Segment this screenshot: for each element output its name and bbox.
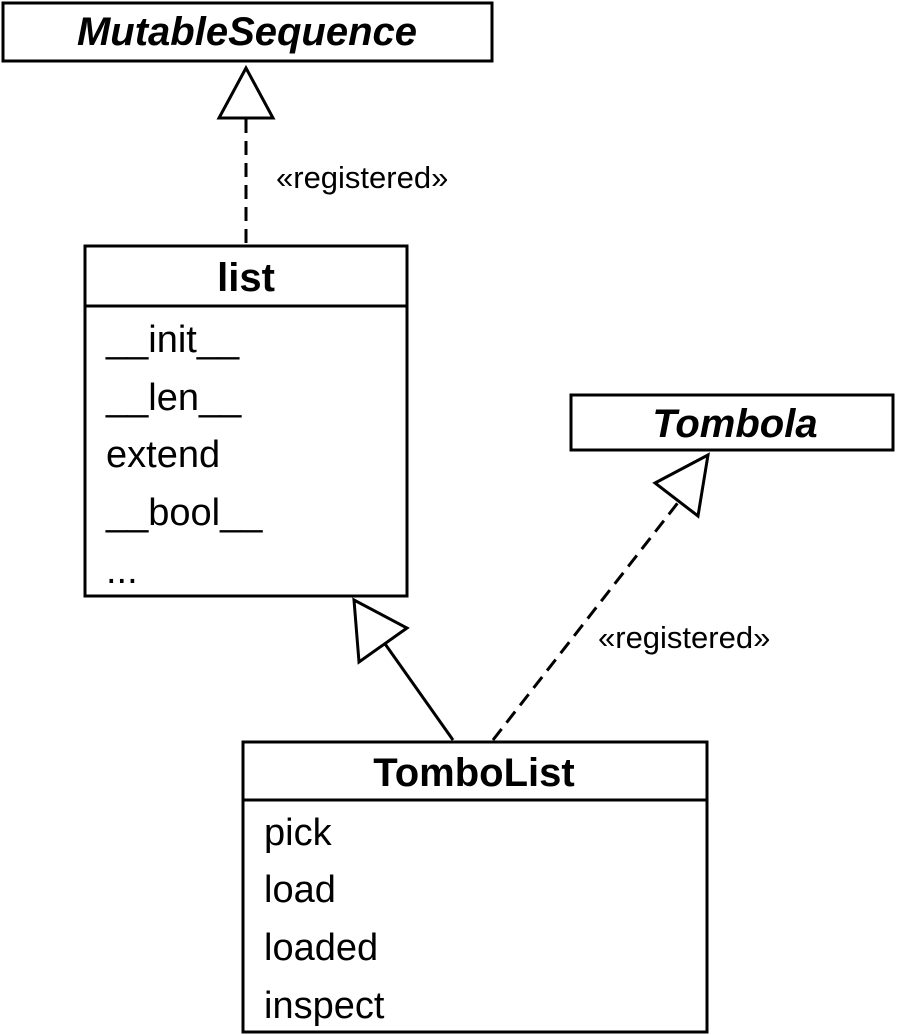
- tombolist-member: inspect: [264, 985, 385, 1027]
- list-member: __len__: [105, 377, 242, 419]
- inheritance-connector-tombolist-to-list: [381, 640, 455, 741]
- tombolist-member: loaded: [264, 927, 378, 969]
- class-box-mutablesequence: MutableSequence: [1, 1, 494, 63]
- list-member: extend: [106, 434, 220, 476]
- tombolist-member: pick: [264, 812, 333, 854]
- registered-connector-tombolist-to-tombola: [491, 499, 682, 741]
- inheritance-arrowhead-mutablesequence: [216, 64, 276, 120]
- list-member: ...: [106, 550, 138, 592]
- class-name-list: list: [217, 256, 275, 300]
- stereotype-label-tombolist-registered: «registered»: [598, 620, 770, 655]
- tombolist-member: load: [264, 869, 336, 911]
- stereotype-label-list-registered: «registered»: [276, 160, 448, 195]
- class-name-tombolist: TomboList: [373, 751, 574, 795]
- class-name-mutablesequence: MutableSequence: [77, 10, 417, 54]
- list-member: __bool__: [105, 492, 263, 534]
- class-box-tombola: Tombola: [569, 393, 895, 452]
- list-member: __init__: [105, 319, 240, 361]
- class-box-list: list __init__ __len__ extend __bool__ ..…: [83, 244, 409, 598]
- class-name-tombola: Tombola: [652, 402, 817, 446]
- inheritance-arrowhead-list: [352, 597, 410, 665]
- inheritance-arrowhead-tombola: [652, 452, 710, 519]
- class-box-tombolist: TomboList pick load loaded inspect: [241, 740, 709, 1034]
